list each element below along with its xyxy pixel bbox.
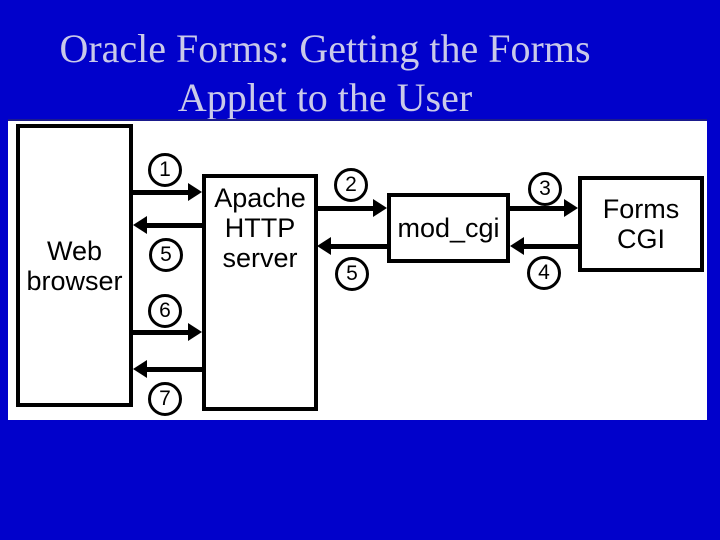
node-mod-cgi: mod_cgi [387,193,510,263]
arrow-step-5-browser-head-icon [133,216,147,234]
arrow-step-6-head-icon [188,323,202,341]
step-badge-2: 2 [334,168,368,202]
step-badge-6-label: 6 [159,299,171,322]
arrow-step-2-line [317,206,373,211]
arrow-step-7-line [147,367,202,372]
node-mod-cgi-label: mod_cgi [397,213,500,243]
step-badge-5-apache-label: 5 [346,262,358,285]
arrow-step-6-line [133,330,188,335]
step-badge-1: 1 [148,153,182,187]
arrow-step-1-head-icon [188,183,202,201]
node-forms-cgi-label: Forms CGI [602,194,680,254]
step-badge-5-browser: 5 [149,238,183,272]
step-badge-3-label: 3 [539,177,551,200]
step-badge-4: 4 [527,256,561,290]
arrow-step-1-line [133,190,188,195]
step-badge-6: 6 [148,294,182,328]
step-badge-5-browser-label: 5 [160,243,172,266]
node-web-browser-label: Web browser [26,235,123,296]
slide-title-line-1: Oracle Forms: Getting the Forms [59,26,591,71]
step-badge-3: 3 [528,172,562,206]
arrow-step-4-line [524,244,578,249]
arrow-step-3-line [510,206,564,211]
arrow-step-5-apache-line [331,244,387,249]
step-badge-1-label: 1 [159,158,171,181]
arrow-step-7-head-icon [133,360,147,378]
step-badge-2-label: 2 [345,173,357,196]
arrow-step-2-head-icon [373,199,387,217]
step-badge-7-label: 7 [159,387,171,410]
slide-title-line-2: Applet to the User [177,75,473,120]
step-badge-4-label: 4 [538,261,550,284]
slide-title: Oracle Forms: Getting the Forms Applet t… [10,24,640,122]
step-badge-5-apache: 5 [335,257,369,291]
arrow-step-4-head-icon [510,237,524,255]
arrow-step-3-head-icon [564,199,578,217]
node-apache-http-server: Apache HTTP server [202,174,318,411]
arrow-step-5-browser-line [147,223,202,228]
node-apache-label: Apache HTTP server [214,183,306,273]
step-badge-7: 7 [148,382,182,416]
node-forms-cgi: Forms CGI [578,176,704,272]
arrow-step-5-apache-head-icon [317,237,331,255]
node-web-browser: Web browser [16,124,133,407]
